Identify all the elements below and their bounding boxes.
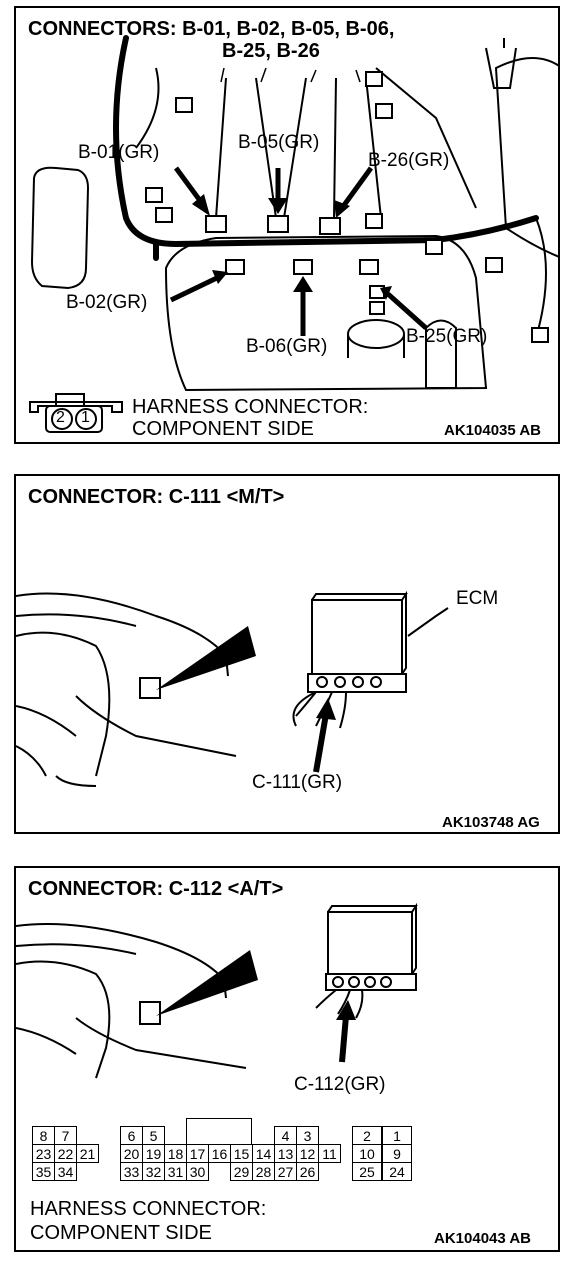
pin-cell: 35 — [32, 1162, 55, 1181]
label-b06: B-06(GR) — [246, 336, 328, 357]
pin-cell: 14 — [252, 1144, 275, 1163]
panel1-title-line2: B-25, B-26 — [222, 40, 320, 62]
pin-cell: 24 — [382, 1162, 412, 1181]
pin-number-1: 1 — [81, 409, 90, 426]
panel1-figure-code: AK104035 AB — [444, 422, 541, 439]
panel3-legend-line2: COMPONENT SIDE — [30, 1222, 212, 1244]
pin-cell: 33 — [120, 1162, 143, 1181]
pin-cell: 27 — [274, 1162, 297, 1181]
pin-cell: 30 — [186, 1162, 209, 1181]
pin-number-2: 2 — [56, 409, 65, 426]
label-b25: B-25(GR) — [406, 326, 488, 347]
engine-bay-illustration — [29, 35, 558, 433]
pin-cell: 28 — [252, 1162, 275, 1181]
pin-cell: 21 — [76, 1144, 99, 1163]
pin-cell: 6 — [120, 1126, 143, 1145]
panel3-legend-line1: HARNESS CONNECTOR: — [30, 1198, 267, 1220]
panel2-title: CONNECTOR: C-111 <M/T> — [28, 486, 285, 508]
c112-label: C-112(GR) — [294, 1074, 386, 1095]
pin-cell: 18 — [164, 1144, 187, 1163]
connector-symbol-icon — [29, 393, 123, 433]
label-b01: B-01(GR) — [78, 142, 160, 163]
pin-cell: 31 — [164, 1162, 187, 1181]
pin-cell: 10 — [352, 1144, 382, 1163]
panel3-title: CONNECTOR: C-112 <A/T> — [28, 878, 284, 900]
panel-connector-c111: CONNECTOR: C-111 <M/T> ECM C-111(GR) AK1… — [14, 474, 560, 834]
pin-cell: 3 — [296, 1126, 319, 1145]
pin-cell: 15 — [230, 1144, 253, 1163]
pin-cell: 7 — [54, 1126, 77, 1145]
pin-cell: 22 — [54, 1144, 77, 1163]
pin-cell: 25 — [352, 1162, 382, 1181]
pin-cell: 13 — [274, 1144, 297, 1163]
pin-cell: 12 — [296, 1144, 319, 1163]
panel3-figure-code: AK104043 AB — [434, 1230, 531, 1247]
panel1-legend-line2: COMPONENT SIDE — [132, 418, 314, 440]
pin-cell: 1 — [382, 1126, 412, 1145]
dashboard-ecm-illustration — [16, 590, 449, 787]
c111-label: C-111(GR) — [252, 772, 343, 793]
pin-cell: 26 — [296, 1162, 319, 1181]
pin-cell: 11 — [318, 1144, 341, 1163]
dashboard-ecm-illustration — [16, 902, 418, 1079]
pin-cell: 29 — [230, 1162, 253, 1181]
panel2-figure-code: AK103748 AG — [442, 814, 540, 831]
ecm-label: ECM — [456, 588, 499, 609]
pin-cell: 17 — [186, 1144, 209, 1163]
panel-connector-c112: CONNECTOR: C-112 <A/T> C-112(GR) 8 7 6 5… — [14, 866, 560, 1252]
connector-key — [186, 1118, 252, 1145]
pin-cell: 4 — [274, 1126, 297, 1145]
panel1-title-line1: CONNECTORS: B-01, B-02, B-05, B-06, — [28, 18, 395, 40]
pin-cell: 16 — [208, 1144, 231, 1163]
pin-cell: 9 — [382, 1144, 412, 1163]
panel-connectors-b: CONNECTORS: B-01, B-02, B-05, B-06, B-25… — [14, 6, 560, 444]
panel1-legend-line1: HARNESS CONNECTOR: — [132, 396, 369, 418]
pin-cell: 5 — [142, 1126, 165, 1145]
pin-cell: 32 — [142, 1162, 165, 1181]
pin-cell: 23 — [32, 1144, 55, 1163]
pin-cell: 8 — [32, 1126, 55, 1145]
pin-cell: 20 — [120, 1144, 143, 1163]
pin-cell: 34 — [54, 1162, 77, 1181]
label-b26: B-26(GR) — [368, 150, 450, 171]
label-b02: B-02(GR) — [66, 292, 148, 313]
pin-cell: 19 — [142, 1144, 165, 1163]
label-b05: B-05(GR) — [238, 132, 320, 153]
pin-cell: 2 — [352, 1126, 382, 1145]
